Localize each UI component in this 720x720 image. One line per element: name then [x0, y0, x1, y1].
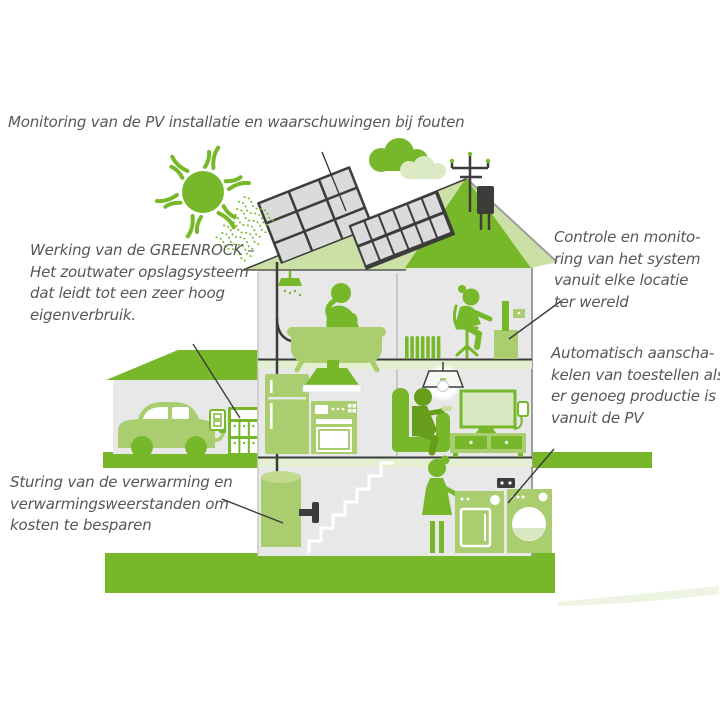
stairs-icon — [307, 461, 394, 553]
bathtub-icon — [287, 312, 386, 373]
wall-socket-icon — [209, 409, 226, 431]
person-silhouette — [412, 388, 445, 456]
office-scene — [405, 285, 525, 359]
fridge-icon — [265, 374, 309, 454]
dryer-icon — [455, 491, 504, 553]
solar-panel-icon — [348, 190, 456, 270]
annotation-auto-switching: Automatisch aanscha- kelen van toestelle… — [551, 344, 720, 427]
pendant-lamp-icon — [421, 362, 465, 402]
remote-icon — [442, 406, 452, 411]
annotation-monitoring: Monitoring van de PV installatie en waar… — [8, 113, 465, 131]
gable — [405, 178, 531, 268]
annotation-greenrock: Werking van de GREENROCK – Het zoutwater… — [30, 241, 255, 324]
tv-icon — [459, 389, 517, 433]
pointer-line — [192, 151, 562, 524]
oven-icon — [311, 401, 357, 454]
computer-icon — [502, 301, 509, 331]
armchair-person-icon — [392, 388, 452, 456]
ground-icon — [103, 452, 719, 606]
storage-tank-icon — [261, 471, 319, 547]
radiator-icon — [405, 336, 441, 359]
heat-waves-icon — [215, 196, 277, 262]
annotation-heating: Sturing van de verwarming en verwarmings… — [10, 473, 233, 534]
shower-icon — [278, 271, 302, 297]
garage-roof — [106, 350, 258, 380]
sun-icon — [155, 145, 251, 239]
annotation-remote-control: Controle en monito- ring van het system … — [554, 228, 701, 311]
living-room-scene — [392, 362, 529, 457]
wall-socket-icon — [497, 478, 515, 488]
basement-scene — [261, 455, 552, 553]
washing-machine-icon — [507, 489, 552, 553]
power-pole-icon — [449, 151, 491, 230]
inverter-box-icon — [477, 186, 494, 214]
bathroom-scene — [278, 271, 386, 373]
electric-car-icon — [118, 402, 215, 458]
desk-worker-icon — [452, 285, 525, 359]
kitchen-scene — [265, 360, 362, 454]
tv-cabinet-icon — [450, 433, 526, 457]
wall-socket-icon — [513, 401, 529, 430]
faucet-icon — [347, 312, 358, 329]
laundry-person-icon — [422, 455, 460, 553]
garage-scene — [106, 350, 260, 458]
extractor-hood-icon — [302, 360, 362, 393]
battery-storage-icon — [228, 407, 260, 457]
solar-panel-icon — [257, 166, 374, 264]
cloud-icon — [369, 138, 446, 179]
